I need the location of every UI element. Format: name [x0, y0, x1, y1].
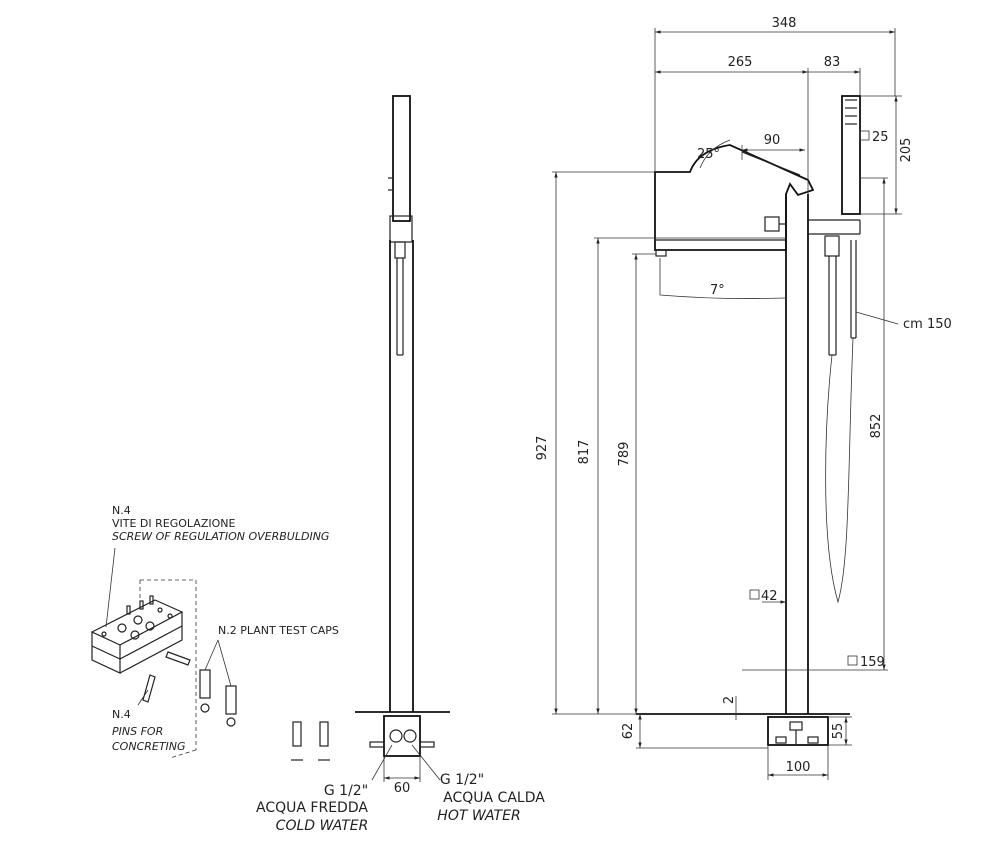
pins-note-num: N.4 — [112, 708, 131, 721]
dim-60: 60 — [394, 781, 411, 796]
iso-notes: N.4 VITE DI REGOLAZIONE SCREW OF REGULAT… — [112, 504, 339, 753]
dim-sq42: 42 — [761, 589, 778, 604]
dim-83: 83 — [824, 55, 841, 70]
screw-note-en: SCREW OF REGULATION OVERBULDING — [112, 530, 329, 543]
dim-sq25: 25 — [872, 130, 889, 145]
pins-note-l2: CONCRETING — [112, 740, 186, 753]
front-dimensions: 348 265 83 90 25° 7° 205 25 cm 150 927 — [535, 16, 952, 780]
connection-labels: G 1/2" ACQUA FREDDA COLD WATER G 1/2" AC… — [256, 772, 545, 834]
dim-348: 348 — [772, 16, 797, 31]
hose-length: cm 150 — [903, 317, 952, 332]
dim-205: 205 — [899, 138, 914, 163]
dim-sq159: 159 — [860, 655, 885, 670]
dim-789: 789 — [617, 442, 632, 467]
pins-note-l1: PINS FOR — [112, 725, 163, 738]
dim-927: 927 — [535, 436, 550, 461]
dim-265: 265 — [728, 55, 753, 70]
caps-note: N.2 PLANT TEST CAPS — [218, 624, 339, 637]
dim-817: 817 — [577, 440, 592, 465]
dim-852: 852 — [869, 414, 884, 439]
hot-label-it: ACQUA CALDA — [443, 790, 545, 806]
cold-label-en: COLD WATER — [276, 818, 369, 834]
angle-25: 25° — [697, 147, 720, 162]
hot-label-en: HOT WATER — [437, 808, 520, 824]
dim-55: 55 — [831, 723, 846, 740]
install-box-iso — [90, 547, 237, 759]
dim-62: 62 — [621, 723, 636, 740]
dim-2: 2 — [722, 696, 737, 704]
cold-label-it: ACQUA FREDDA — [256, 800, 368, 816]
test-caps-loose — [291, 721, 330, 761]
dim-90: 90 — [764, 133, 781, 148]
side-view: 60 — [355, 95, 450, 796]
dim-100: 100 — [786, 760, 811, 775]
screw-note-it: VITE DI REGOLAZIONE — [112, 517, 235, 530]
screw-note-num: N.4 — [112, 504, 131, 517]
hot-size: G 1/2" — [440, 772, 484, 788]
front-view — [636, 95, 861, 746]
angle-7: 7° — [710, 283, 725, 298]
cold-size: G 1/2" — [324, 783, 368, 799]
